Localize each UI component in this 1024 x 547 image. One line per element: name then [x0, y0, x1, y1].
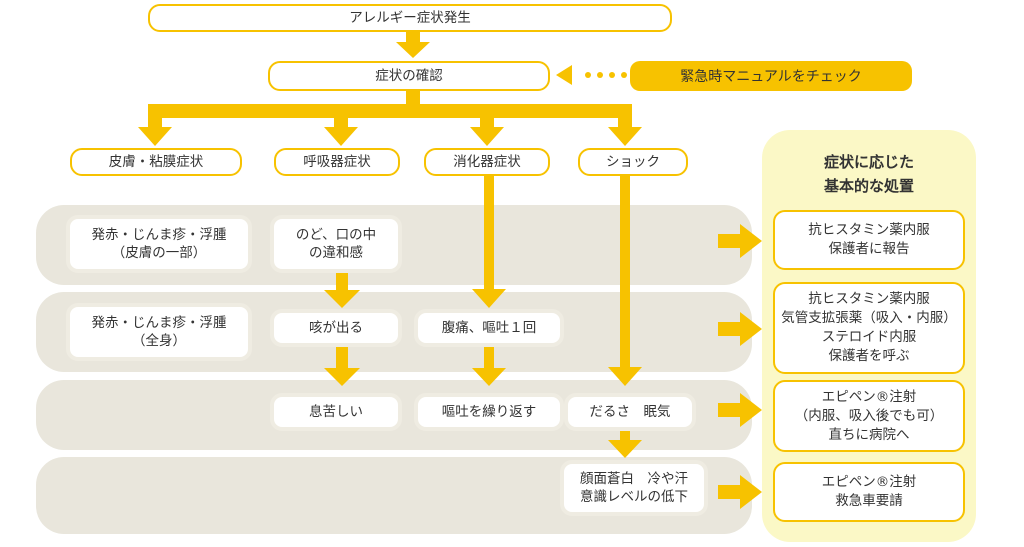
symptom-pallor: 顔面蒼白 冷や汗 意識レベルの低下	[560, 460, 708, 516]
trigger-box: アレルギー症状発生	[148, 4, 672, 32]
treatment-level-2: 抗ヒスタミン薬内服 気管支拡張薬（吸入・内服） ステロイド内服 保護者を呼ぶ	[773, 282, 965, 374]
symptom-breathing: 息苦しい	[270, 393, 402, 431]
symptom-abdominal: 腹痛、嘔吐１回	[414, 309, 564, 347]
category-digestive: 消化器症状	[424, 148, 550, 176]
symptom-cough: 咳が出る	[270, 309, 402, 347]
emergency-manual-label: 緊急時マニュアルをチェック	[630, 61, 912, 91]
treatment-panel-title: 症状に応じた 基本的な処置	[823, 153, 914, 195]
symptom-fatigue: だるさ 眠気	[564, 393, 696, 431]
category-shock: ショック	[578, 148, 688, 176]
treatment-level-3: エピペン®注射 （内服、吸入後でも可） 直ちに病院へ	[773, 380, 965, 452]
treatment-level-4: エピペン®注射 救急車要請	[773, 462, 965, 522]
symptom-throat: のど、口の中 の違和感	[270, 215, 402, 273]
category-respiratory: 呼吸器症状	[274, 148, 400, 176]
symptom-skin-partial: 発赤・じんま疹・浮腫 （皮膚の一部）	[66, 215, 252, 273]
treatment-level-1: 抗ヒスタミン薬内服 保護者に報告	[773, 210, 965, 270]
symptom-check-box: 症状の確認	[268, 61, 550, 91]
category-skin: 皮膚・粘膜症状	[70, 148, 242, 176]
symptom-skin-whole: 発赤・じんま疹・浮腫 （全身）	[66, 303, 252, 361]
symptom-vomiting: 嘔吐を繰り返す	[414, 393, 564, 431]
